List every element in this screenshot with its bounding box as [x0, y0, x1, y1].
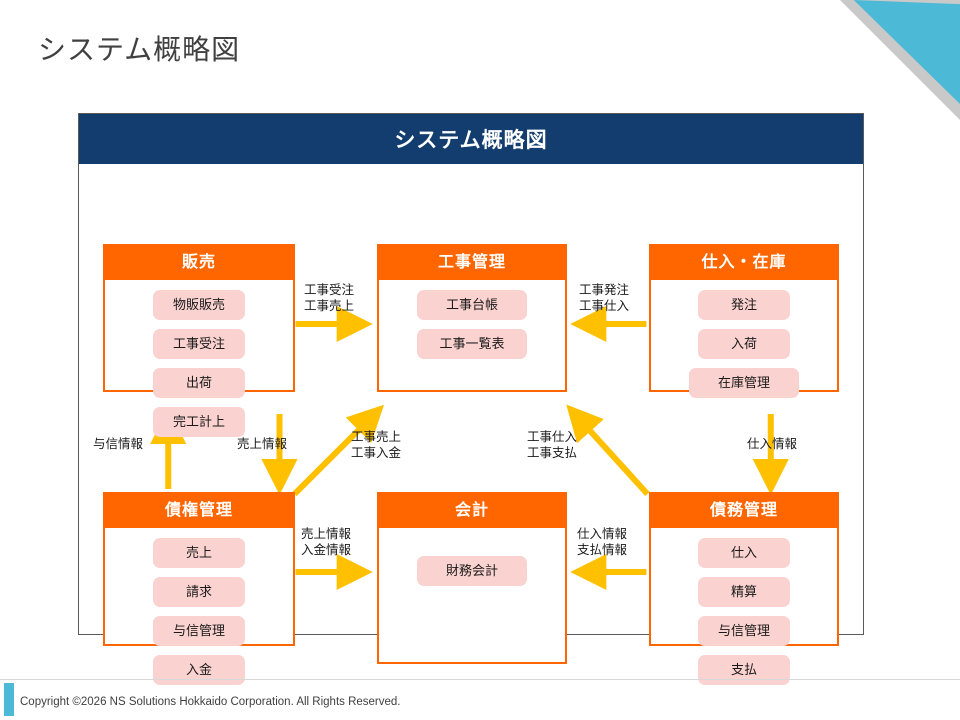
module-purchase-stock-title: 仕入・在庫: [651, 246, 837, 280]
footer-divider: [0, 679, 960, 680]
chip-uriage[interactable]: 売上: [153, 538, 245, 568]
diagram-canvas: 工事受注 工事売上 工事発注 工事仕入 与信情報 売上情報 工事売上 工事入金 …: [79, 164, 863, 685]
diagram-header-title: システム概略図: [79, 114, 863, 164]
chip-buppan-hanbai[interactable]: 物販販売: [153, 290, 245, 320]
footer-copyright: Copyright ©2026 NS Solutions Hokkaido Co…: [20, 696, 401, 708]
module-receivables-title: 債権管理: [105, 494, 293, 528]
page-title: システム概略図: [38, 34, 241, 65]
module-receivables[interactable]: 債権管理 売上 請求 与信管理 入金: [103, 492, 295, 685]
chip-yoshin-kanri-payables[interactable]: 与信管理: [698, 616, 790, 646]
module-accounting-title: 会計: [379, 494, 565, 528]
flow-label-receivables-to-sales: 与信情報: [93, 437, 144, 451]
arrow-payables-to-construction: [566, 404, 650, 497]
chip-shiharai[interactable]: 支払: [698, 655, 790, 685]
chip-zaimu-kaikei[interactable]: 財務会計: [417, 556, 527, 586]
module-construction-body: 工事台帳 工事一覧表: [379, 280, 565, 390]
chip-seisan[interactable]: 精算: [698, 577, 790, 607]
module-sales-body: 物販販売 工事受注 出荷 完工計上: [105, 280, 293, 437]
chip-nyuka[interactable]: 入荷: [698, 329, 790, 359]
module-construction[interactable]: 工事管理 工事台帳 工事一覧表: [377, 244, 567, 392]
chip-shiire[interactable]: 仕入: [698, 538, 790, 568]
chip-yoshin-kanri-receivables[interactable]: 与信管理: [153, 616, 245, 646]
flow-label-sales-to-construction: 工事受注 工事売上: [304, 283, 355, 313]
module-payables[interactable]: 債務管理 仕入 精算 与信管理 支払: [649, 492, 839, 685]
chip-koji-ichiranhyo[interactable]: 工事一覧表: [417, 329, 527, 359]
module-construction-title: 工事管理: [379, 246, 565, 280]
module-purchase-stock[interactable]: 仕入・在庫 発注 入荷 在庫管理: [649, 244, 839, 398]
module-accounting-body: 財務会計: [379, 528, 565, 662]
module-accounting[interactable]: 会計 財務会計: [377, 492, 567, 664]
chip-nyukin[interactable]: 入金: [153, 655, 245, 685]
flow-label-stock-to-construction: 工事発注 工事仕入: [579, 283, 630, 313]
flow-label-receivables-to-accounting: 売上情報 入金情報: [301, 527, 352, 557]
diagram-frame: システム概略図: [78, 113, 864, 685]
flow-label-payables-to-accounting: 仕入情報 支払情報: [577, 527, 628, 557]
chip-shukka[interactable]: 出荷: [153, 368, 245, 398]
flow-label-sales-to-receivables: 売上情報: [237, 437, 288, 451]
flow-label-stock-to-payables: 仕入情報: [747, 437, 798, 451]
chip-kanko-keijo[interactable]: 完工計上: [153, 407, 245, 437]
module-sales[interactable]: 販売 物販販売 工事受注 出荷 完工計上: [103, 244, 295, 437]
flow-label-payables-to-construction: 工事仕入 工事支払: [527, 430, 578, 460]
chip-koji-juchu[interactable]: 工事受注: [153, 329, 245, 359]
module-receivables-body: 売上 請求 与信管理 入金: [105, 528, 293, 685]
module-payables-title: 債務管理: [651, 494, 837, 528]
chip-koji-daicho[interactable]: 工事台帳: [417, 290, 527, 320]
module-purchase-stock-body: 発注 入荷 在庫管理: [651, 280, 837, 398]
module-sales-title: 販売: [105, 246, 293, 280]
module-payables-body: 仕入 精算 与信管理 支払: [651, 528, 837, 685]
flow-label-receivables-to-construction: 工事売上 工事入金: [351, 430, 402, 460]
chip-seikyu[interactable]: 請求: [153, 577, 245, 607]
chip-zaiko-kanri[interactable]: 在庫管理: [689, 368, 799, 398]
chip-hacchu[interactable]: 発注: [698, 290, 790, 320]
footer-accent-bar: [4, 683, 14, 716]
